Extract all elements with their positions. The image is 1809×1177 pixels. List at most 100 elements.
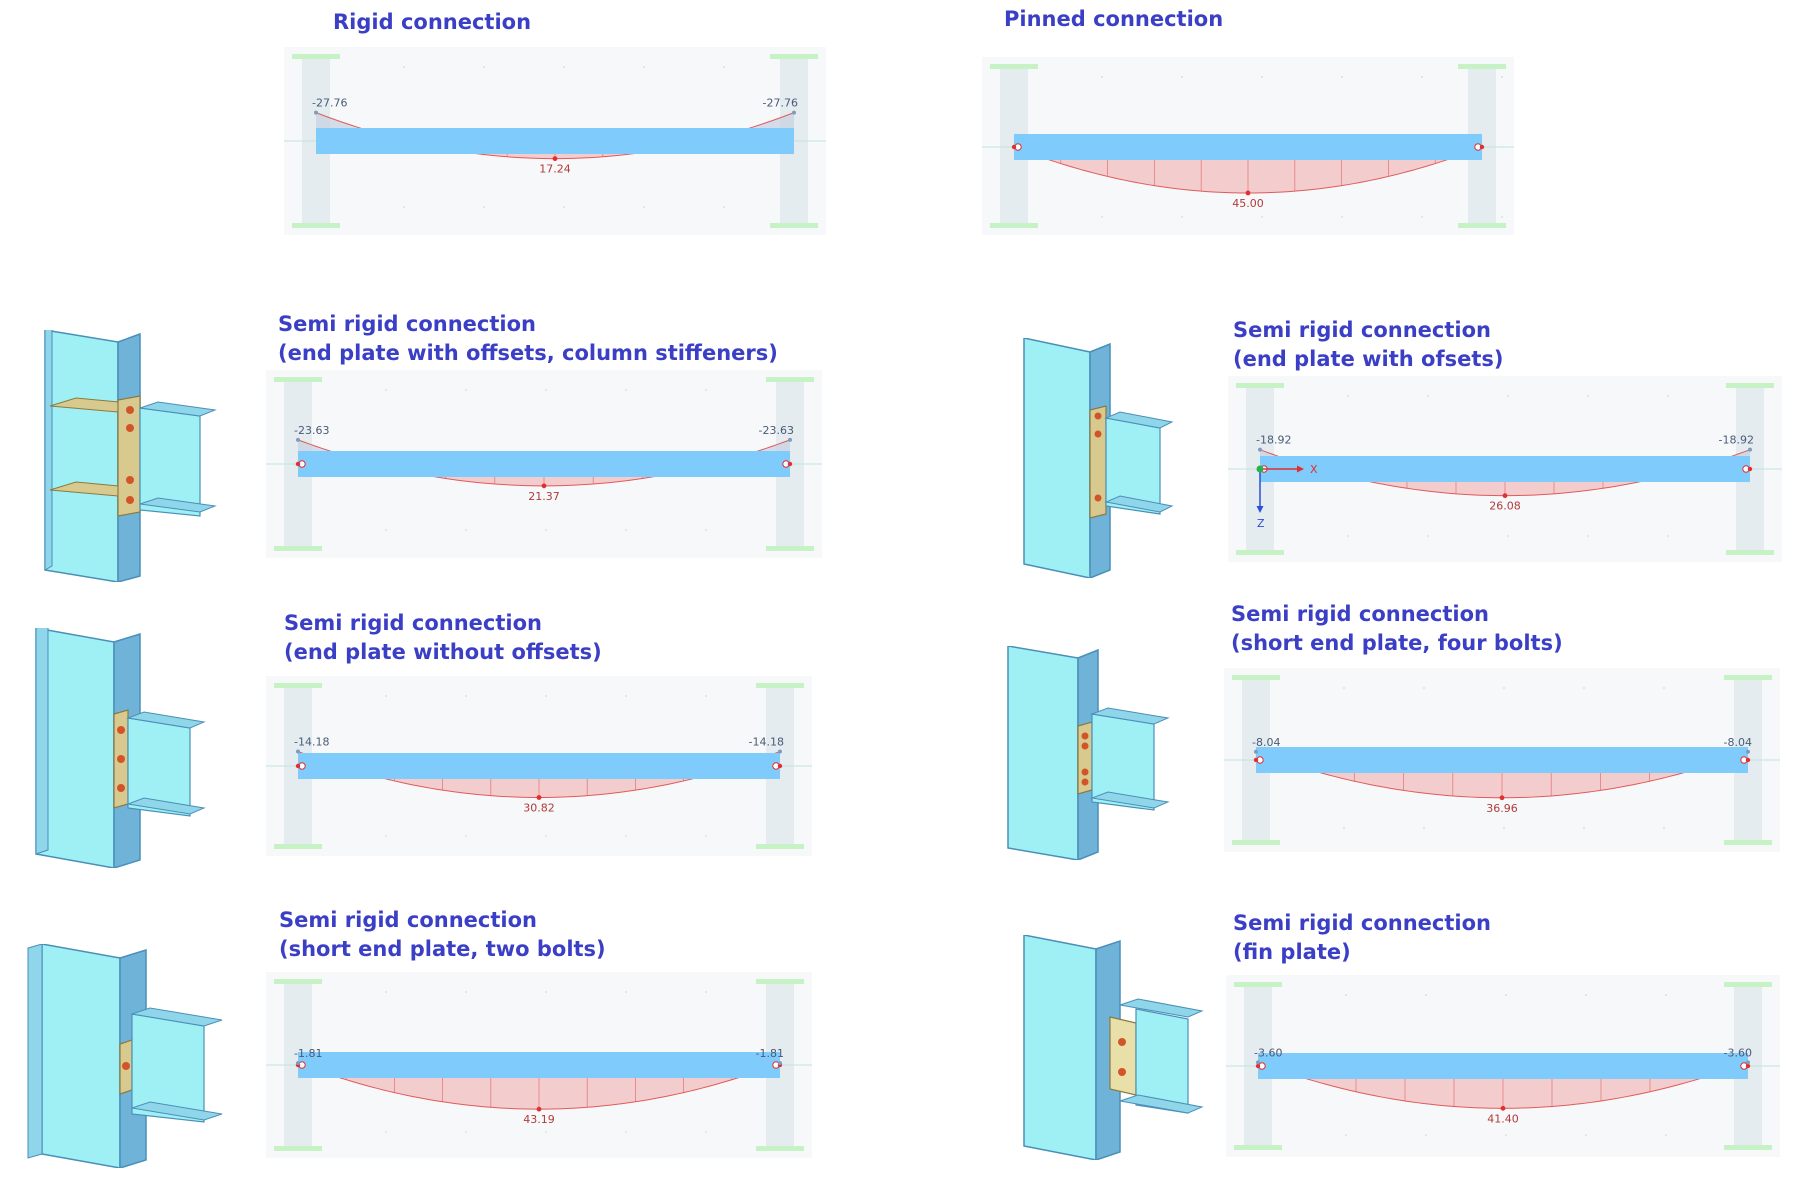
- grid-dot: [1665, 1134, 1667, 1136]
- z-axis-label: Z: [1257, 517, 1265, 530]
- grid-dot: [1101, 216, 1103, 218]
- support-moment-marker: [314, 110, 318, 115]
- grid-dot: [1667, 395, 1669, 397]
- grid-dot: [1587, 535, 1589, 537]
- support-moment-marker: [792, 110, 796, 115]
- joint-node-icon: [1011, 144, 1017, 150]
- grid-dot: [385, 991, 387, 993]
- grid-dot: [1507, 535, 1509, 537]
- support-moment-marker: [1748, 447, 1752, 452]
- grid-dot: [545, 529, 547, 531]
- span-moment-label: 36.96: [1486, 802, 1518, 815]
- support-moment-marker: [1254, 749, 1258, 754]
- column-cap-top: [1232, 675, 1280, 680]
- grid-dot: [1505, 1134, 1507, 1136]
- grid-dot: [1347, 395, 1349, 397]
- grid-dot: [1503, 827, 1505, 829]
- column-cap-top: [1724, 982, 1772, 987]
- support-moment-label: -14.18: [749, 736, 784, 749]
- axis-origin: [1256, 465, 1264, 473]
- title-rigid: Rigid connection: [333, 8, 531, 37]
- grid-dot: [385, 695, 387, 697]
- support-moment-label: -27.76: [763, 97, 798, 110]
- grid-dot: [385, 529, 387, 531]
- column-cap-bottom: [274, 844, 322, 849]
- title-semi-short-end-plate-two-bolts: Semi rigid connection (short end plate, …: [279, 906, 606, 964]
- span-moment-marker: [536, 795, 542, 800]
- grid-dot: [483, 206, 485, 208]
- grid-dot: [1583, 827, 1585, 829]
- support-moment-marker: [1256, 1060, 1260, 1065]
- column-cap-bottom: [274, 546, 322, 551]
- grid-dot: [563, 66, 565, 68]
- grid-dot: [1347, 535, 1349, 537]
- column-cap-top: [990, 64, 1038, 69]
- grid-dot: [465, 1131, 467, 1133]
- title-line2: (short end plate, two bolts): [279, 937, 606, 961]
- span-moment-marker: [1245, 190, 1251, 196]
- grid-dot: [705, 1131, 707, 1133]
- grid-dot: [705, 529, 707, 531]
- title-line1: Semi rigid connection: [284, 611, 542, 635]
- span-moment-marker: [552, 156, 558, 162]
- span-moment-marker: [1499, 795, 1505, 801]
- title-line1: Semi rigid connection: [278, 312, 536, 336]
- grid-dot: [1423, 827, 1425, 829]
- beam: [316, 128, 794, 154]
- grid-dot: [705, 835, 707, 837]
- title-semi-fin-plate: Semi rigid connection (fin plate): [1233, 909, 1491, 967]
- grid-dot: [1101, 76, 1103, 78]
- joint-node-icon: [1745, 1063, 1751, 1069]
- title-semi-end-plate-offsets-stiffeners: Semi rigid connection (end plate with of…: [278, 310, 778, 368]
- grid-dot: [1345, 994, 1347, 996]
- grid-dot: [705, 389, 707, 391]
- grid-dot: [1583, 687, 1585, 689]
- grid-dot: [563, 206, 565, 208]
- grid-dot: [545, 389, 547, 391]
- grid-dot: [483, 66, 485, 68]
- title-line1: Semi rigid connection: [1231, 602, 1489, 626]
- support-moment-label: -23.63: [294, 424, 329, 437]
- beam: [1260, 456, 1750, 482]
- support-moment-label: -18.92: [1256, 434, 1291, 447]
- beam: [1258, 1053, 1748, 1079]
- column-cap-bottom: [770, 223, 818, 228]
- grid-dot: [1503, 687, 1505, 689]
- grid-dot: [643, 66, 645, 68]
- grid-dot: [1341, 76, 1343, 78]
- joint-node-icon: [1745, 757, 1751, 763]
- connection-3d-end-plate-offsets-stiffeners: [40, 330, 220, 582]
- title-semi-short-end-plate-four-bolts: Semi rigid connection (short end plate, …: [1231, 600, 1563, 658]
- support-moment-marker: [296, 1061, 300, 1066]
- grid-dot: [545, 835, 547, 837]
- title-line2: (short end plate, four bolts): [1231, 631, 1563, 655]
- column-cap-bottom: [274, 1146, 322, 1151]
- support-moment-marker: [1746, 749, 1750, 754]
- support-moment-label: -27.76: [312, 97, 347, 110]
- grid-dot: [465, 835, 467, 837]
- grid-dot: [1585, 1134, 1587, 1136]
- grid-dot: [1667, 535, 1669, 537]
- grid-dot: [1663, 827, 1665, 829]
- title-line1: Semi rigid connection: [279, 908, 537, 932]
- grid-dot: [643, 206, 645, 208]
- beam: [298, 753, 780, 779]
- title-line2: (end plate with offsets, column stiffene…: [278, 341, 778, 365]
- column-cap-top: [274, 979, 322, 984]
- grid-dot: [1587, 395, 1589, 397]
- title-line2: (end plate with ofsets): [1233, 347, 1504, 371]
- joint-node-icon: [777, 763, 783, 769]
- span-moment-marker: [541, 483, 547, 489]
- connection-3d-end-plate-no-offsets: [30, 628, 210, 868]
- span-moment-label: 41.40: [1487, 1112, 1519, 1125]
- grid-dot: [705, 695, 707, 697]
- grid-dot: [403, 206, 405, 208]
- column-cap-top: [1458, 64, 1506, 69]
- grid-dot: [465, 991, 467, 993]
